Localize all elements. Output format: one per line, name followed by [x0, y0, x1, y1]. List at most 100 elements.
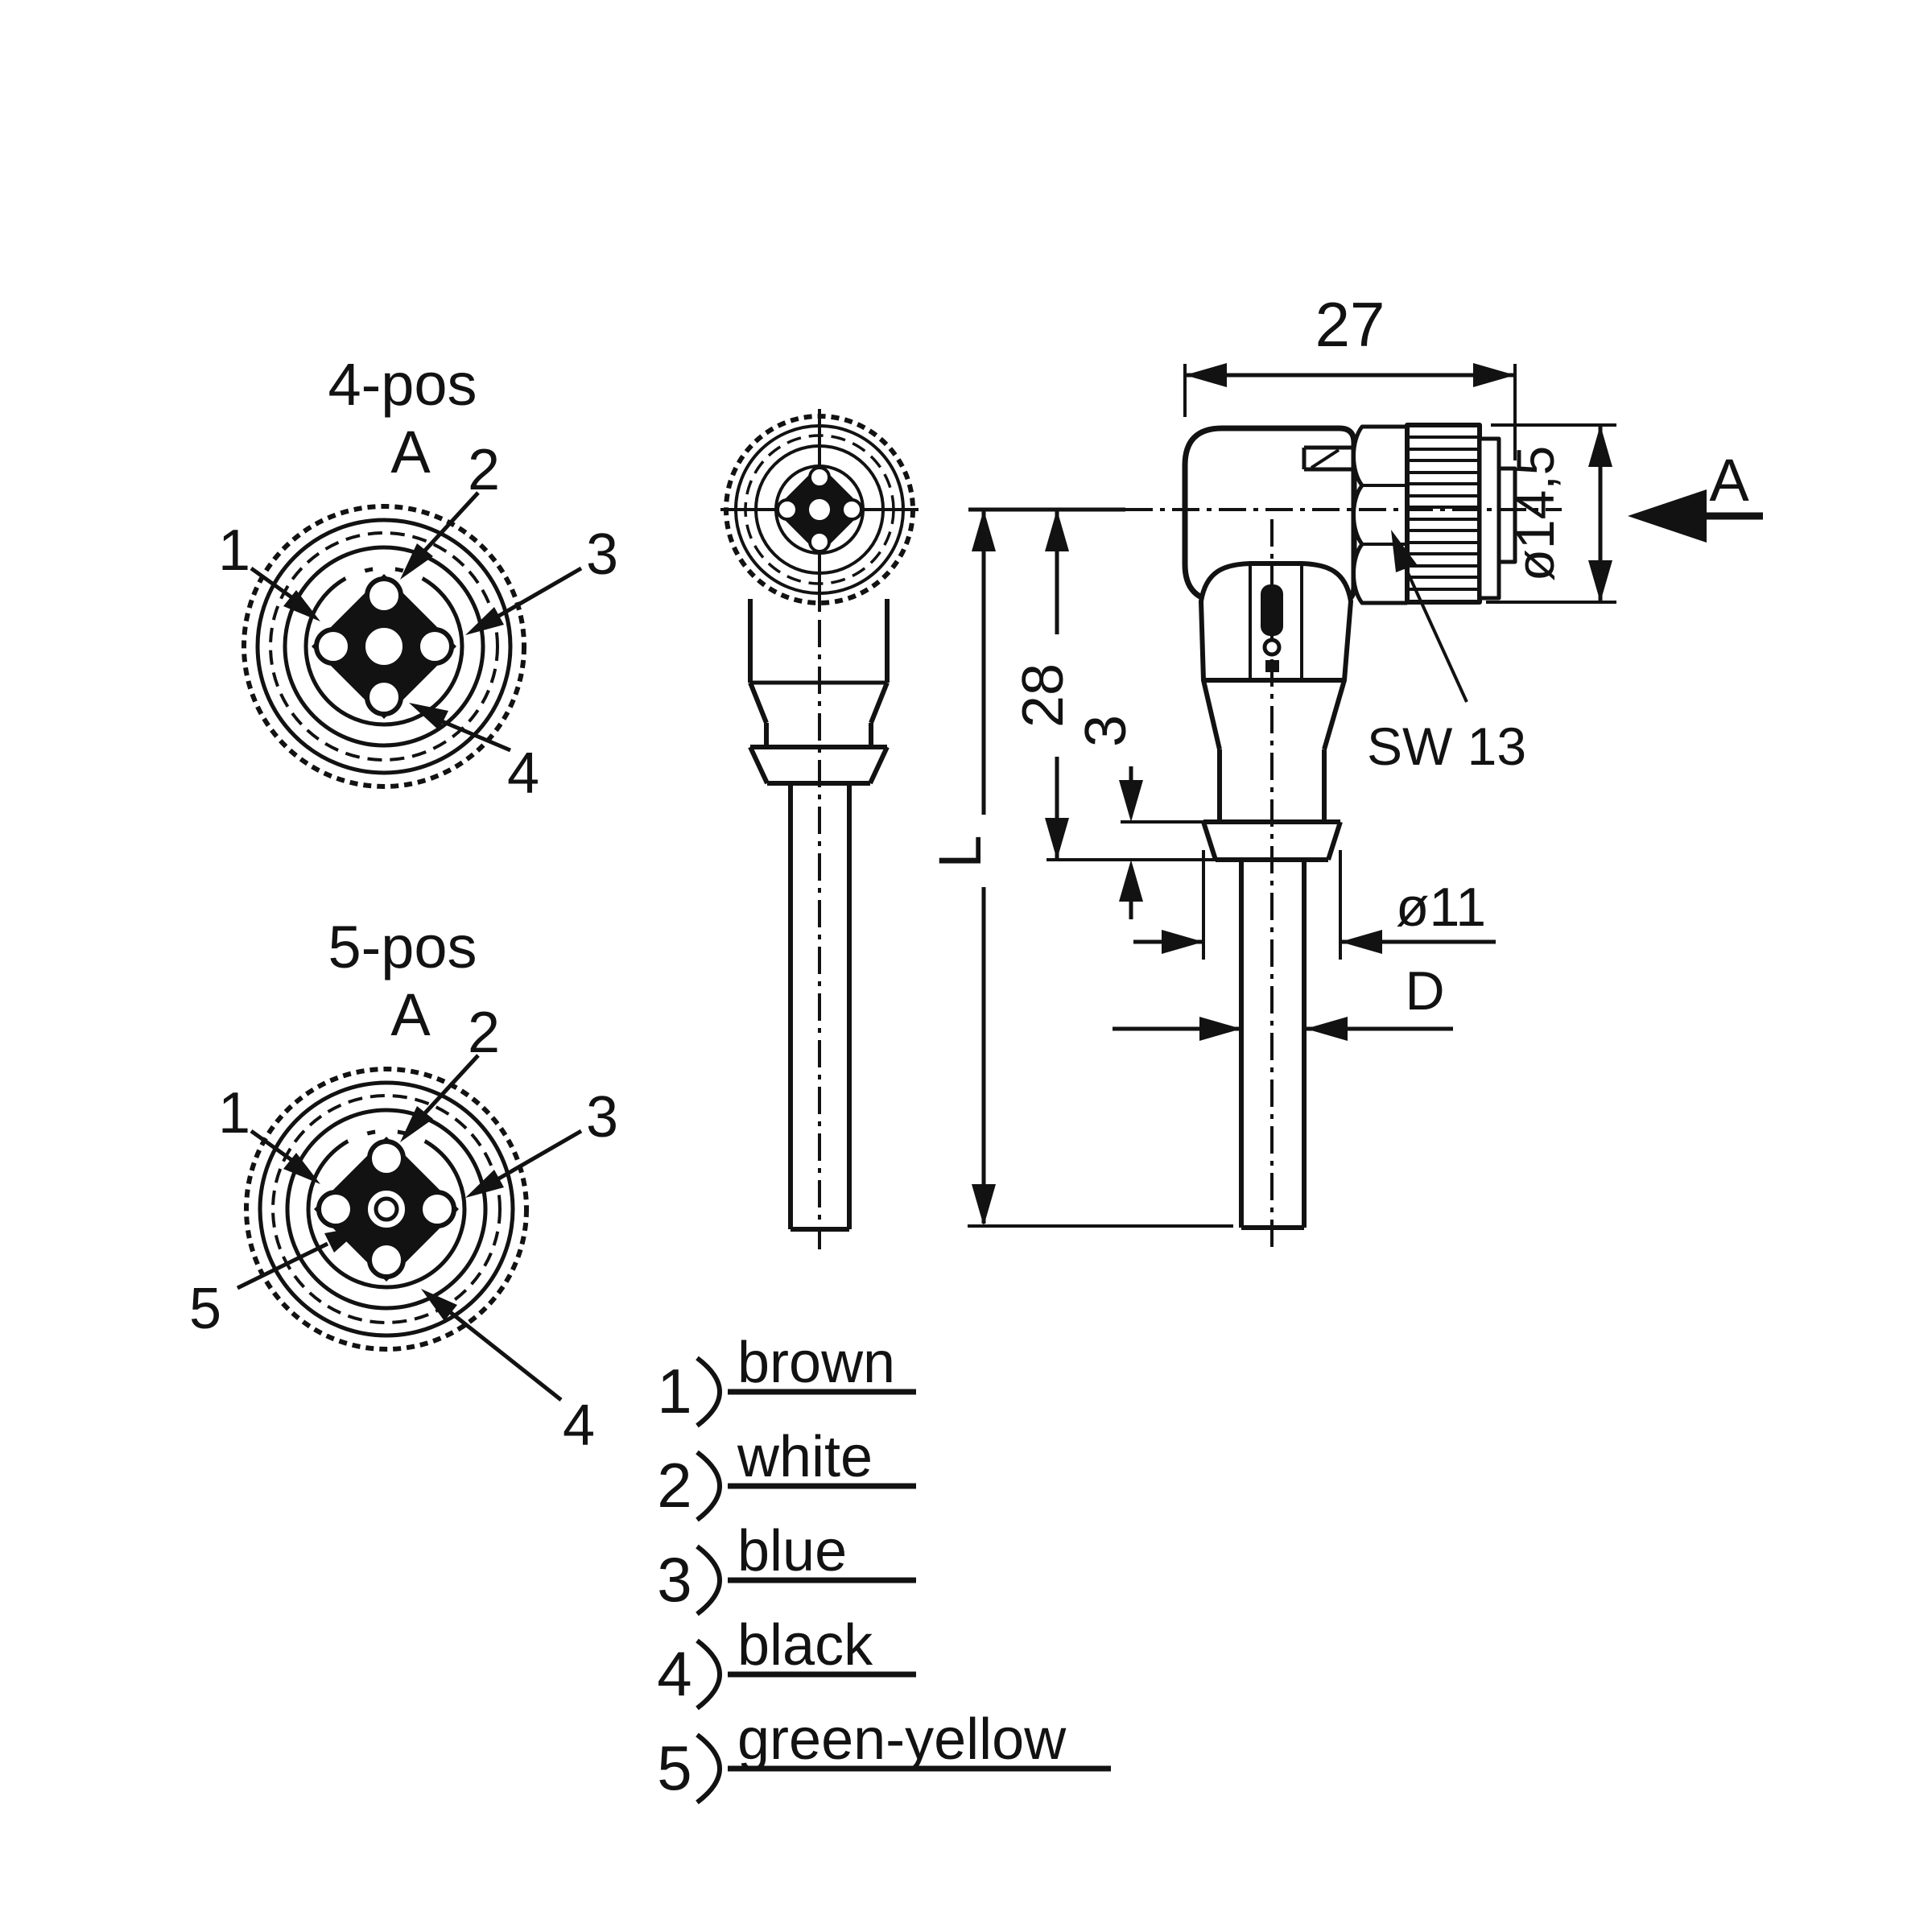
body-taper: [748, 681, 769, 724]
legend-pin-number: 3: [657, 1544, 691, 1615]
coupling-hex-crown: [1352, 424, 1407, 605]
legend-pin-number: 1: [657, 1356, 691, 1426]
view-arrow-a: A: [1628, 447, 1763, 543]
dim-flange-diameter: ø11: [1133, 850, 1496, 960]
marking-slot: [1261, 584, 1283, 636]
legend-pin-number: 5: [657, 1732, 691, 1803]
coupling-ring: [255, 518, 513, 775]
pin-hole: [808, 530, 831, 553]
face-rim: [285, 1108, 488, 1311]
view-5pos-face: 5-pos A 1 2 3 4 5: [189, 914, 618, 1458]
body-taper: [869, 681, 890, 724]
pin-3-hole: [418, 1190, 456, 1228]
legend-pin-number: 4: [657, 1638, 691, 1709]
legend-row: 4 black: [657, 1613, 916, 1711]
pin-hole: [776, 498, 799, 521]
view-arrow-label: A: [1709, 447, 1749, 514]
leader-arrow: [1391, 530, 1417, 572]
pin-leaders-5pos: [236, 1054, 583, 1402]
marking-square: [1265, 660, 1279, 672]
dim-28: 28: [1011, 510, 1075, 860]
view-right-angle: SW 13: [968, 423, 1562, 1253]
legend-color-name: white: [737, 1425, 873, 1489]
pin-label-4: 4: [507, 741, 539, 806]
insert-key-notch: [345, 564, 365, 584]
wrench-size-callout: SW 13: [1367, 530, 1526, 776]
center-hole: [806, 496, 833, 523]
view-5pos-section-label: A: [390, 981, 431, 1048]
thread-circle: [269, 531, 499, 762]
coupling-ring: [258, 1080, 515, 1338]
pin-hole: [808, 466, 831, 489]
pin-label-1: 1: [218, 518, 250, 583]
coupling-ring: [734, 424, 905, 595]
pin-hole: [840, 498, 863, 521]
body-taper: [1322, 679, 1347, 750]
insert-key-notch: [375, 1120, 398, 1142]
knurl-ring-outline: [244, 1067, 529, 1352]
dim-3: 3: [1046, 715, 1217, 919]
dim-nut-diameter: ø14,5: [1486, 423, 1616, 604]
pin-label-3: 3: [586, 1085, 618, 1150]
view-a-front: [720, 409, 919, 1249]
pin-3-hole: [415, 627, 454, 666]
flange-side: [748, 745, 770, 785]
view-4pos-face: 4-pos A 1 2 3 4: [218, 351, 618, 806]
pin-label-5: 5: [189, 1277, 221, 1341]
legend-row: 3 blue: [657, 1519, 916, 1616]
dim-L-value: L: [927, 835, 993, 868]
view-arrow-head: [1628, 489, 1707, 543]
dim-27: 27: [1183, 289, 1517, 460]
wrench-size-label: SW 13: [1367, 716, 1526, 776]
pin-leaders-4pos: [250, 491, 583, 753]
dim-28-value: 28: [1011, 663, 1075, 728]
wire-legend: 1 brown 2 white 3 blue 4 black 5: [657, 1331, 1111, 1805]
pin-label-2: 2: [468, 438, 500, 502]
knurl-ring-outline: [242, 504, 526, 789]
knurl-hatching: [1410, 436, 1477, 591]
legend-bracket: [696, 1544, 722, 1616]
dim-L: L: [927, 510, 1233, 1228]
legend-color-name: brown: [737, 1331, 895, 1395]
dim-27-value: 27: [1315, 289, 1385, 360]
nut-nose: [1477, 436, 1501, 601]
legend-color-name: green-yellow: [737, 1707, 1067, 1772]
legend-row: 1 brown: [657, 1331, 916, 1428]
pin-1-hole: [316, 1190, 355, 1228]
face-rim: [283, 545, 485, 748]
pin-label-1: 1: [218, 1081, 250, 1146]
pin-1-hole: [314, 627, 353, 666]
dim-flange-diameter-value: ø11: [1396, 877, 1486, 938]
dim-3-value: 3: [1074, 715, 1138, 747]
legend-bracket: [696, 1638, 722, 1711]
flange-side: [1201, 821, 1218, 861]
pin-2-hole: [367, 1139, 406, 1178]
dim-nut-diameter-value: ø14,5: [1505, 446, 1565, 582]
latch-slot: [1302, 445, 1354, 472]
legend-bracket: [696, 1450, 722, 1522]
marking-dot: [1262, 638, 1282, 657]
legend-bracket: [696, 1732, 722, 1805]
legend-bracket: [696, 1356, 722, 1428]
center-hole: [361, 623, 407, 670]
thread-circle: [271, 1094, 502, 1324]
legend-color-name: blue: [737, 1519, 847, 1583]
flange-side: [868, 745, 890, 785]
thread-circle: [744, 434, 895, 585]
flange-side: [1326, 821, 1343, 861]
legend-pin-number: 2: [657, 1450, 691, 1521]
dim-cable-diameter-value: D: [1405, 960, 1444, 1022]
pin-label-2: 2: [468, 1001, 500, 1065]
view-4pos-title: 4-pos: [328, 351, 477, 418]
pin-2-hole: [365, 576, 403, 615]
knurl-ring-outline: [724, 414, 915, 605]
face-rim: [754, 444, 885, 575]
view-5pos-title: 5-pos: [328, 914, 477, 980]
insert-key-notch: [373, 557, 395, 580]
pin-label-3: 3: [586, 522, 618, 587]
pin-label-4: 4: [563, 1393, 595, 1458]
body-taper: [1201, 679, 1222, 750]
legend-color-name: black: [737, 1613, 873, 1678]
